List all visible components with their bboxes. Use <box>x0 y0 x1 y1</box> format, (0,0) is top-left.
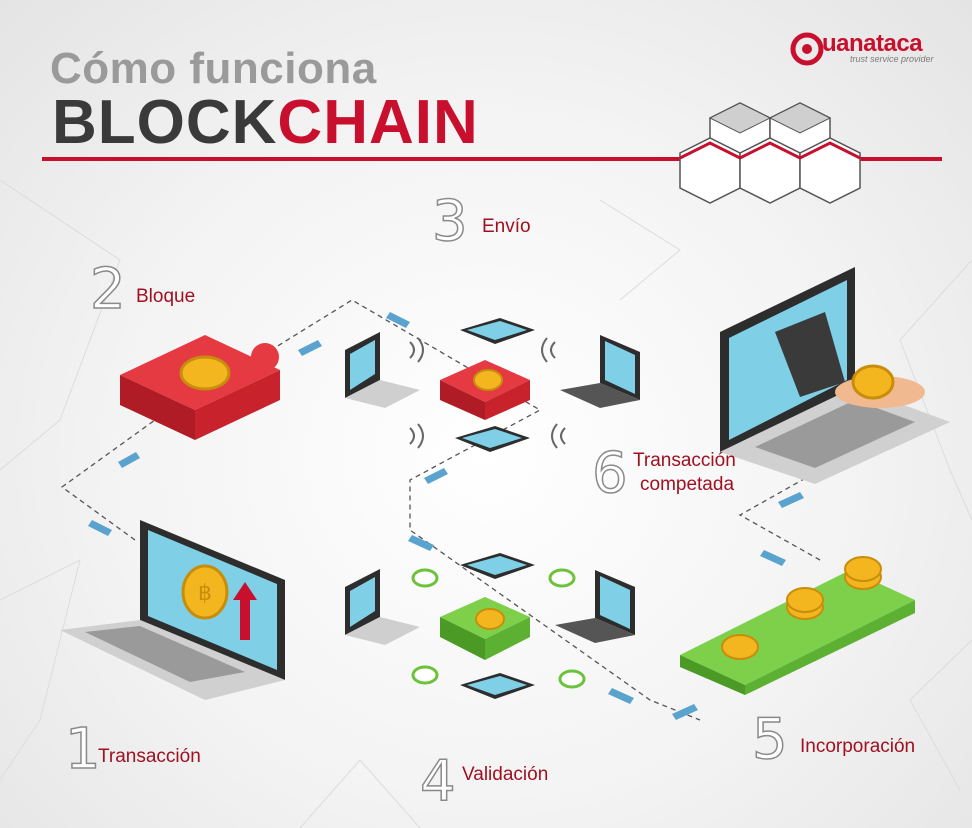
network-validation <box>345 553 635 699</box>
laptop-transaction: ฿ <box>60 520 285 700</box>
step-5-label: Incorporación <box>800 736 916 757</box>
step-1-number: 1 <box>64 717 101 782</box>
title-underline <box>42 157 942 161</box>
step-4-number: 4 <box>419 749 456 814</box>
arrow-icon <box>608 688 634 704</box>
step-6-number: 6 <box>591 441 628 506</box>
check-icon <box>411 665 439 685</box>
laptop-completed <box>720 267 950 484</box>
arrow-icon <box>118 452 140 468</box>
arrow-icon <box>424 468 448 484</box>
arrow-icon <box>298 340 322 356</box>
logo-tagline: trust service provider <box>850 54 934 64</box>
cube-chain-graphic <box>679 102 861 204</box>
step-6-label-line1: Transacción <box>633 450 736 471</box>
title-line-2: BLOCKCHAIN <box>52 92 479 154</box>
arrow-icon <box>672 704 698 720</box>
step-3-number: 3 <box>431 189 468 254</box>
step-3-label: Envío <box>482 216 531 237</box>
step-4-label: Validación <box>462 764 549 785</box>
check-icon <box>411 568 439 588</box>
step-6-label-line2: competada <box>640 474 735 495</box>
check-icon <box>548 568 576 588</box>
title-block: BLOCK <box>52 88 278 157</box>
step-1-label: Transacción <box>98 746 201 767</box>
svg-text:฿: ฿ <box>198 581 212 606</box>
check-icon <box>558 669 586 689</box>
arrow-icon <box>760 550 786 566</box>
logo-icon <box>790 32 824 66</box>
step-2-number: 2 <box>89 257 126 322</box>
title-line-1: Cómo funciona <box>50 44 377 93</box>
arrow-icon <box>88 520 112 536</box>
title-chain: CHAIN <box>277 88 479 157</box>
step-5-number: 5 <box>751 707 788 772</box>
logo-name: uanataca <box>822 30 923 57</box>
step-2-label: Bloque <box>136 286 196 307</box>
puzzle-chain-green <box>680 556 915 695</box>
arrow-icon <box>778 492 804 508</box>
arrow-icon <box>386 312 410 328</box>
network-sending <box>345 318 640 452</box>
arrow-icon <box>408 535 434 551</box>
puzzle-block-red <box>120 335 280 440</box>
uanataca-logo: uanataca trust service provider <box>790 30 934 66</box>
